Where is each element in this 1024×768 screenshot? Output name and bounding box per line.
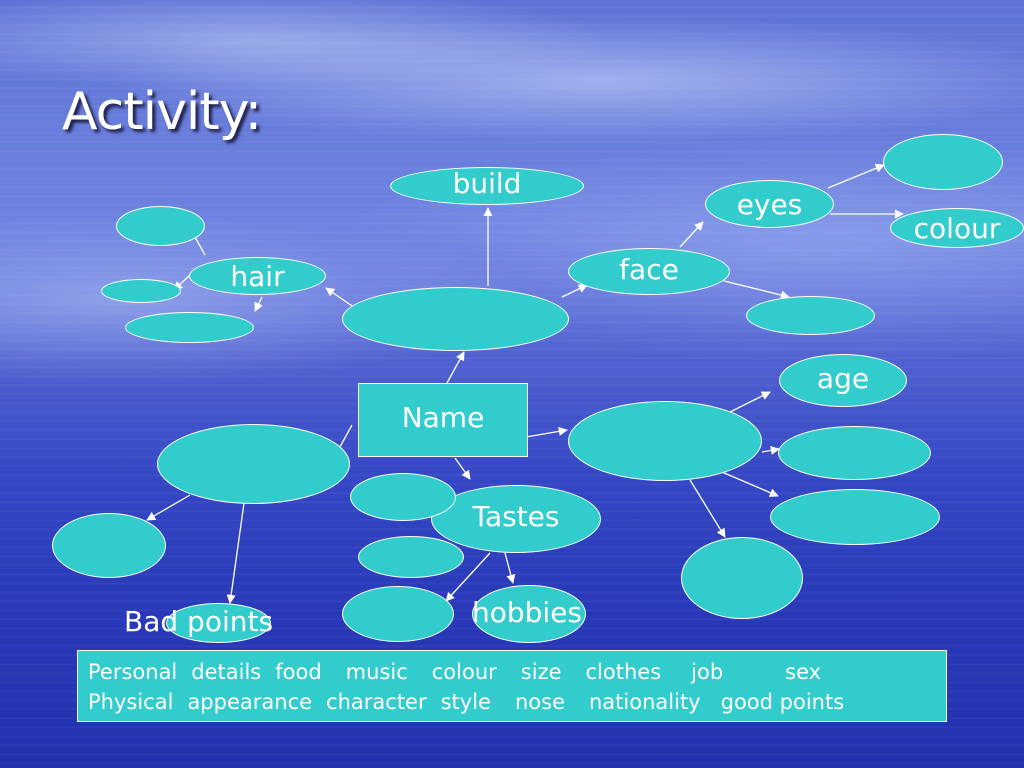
blank-oval-right-lower [770, 489, 940, 545]
blank-oval-hair-top [116, 206, 205, 246]
blank-circle-left [52, 513, 166, 578]
name-box: Name [358, 383, 528, 457]
hair-label: hair [230, 259, 285, 293]
colour-label: colour [913, 211, 1001, 245]
word-sex: sex [785, 660, 822, 684]
tastes-node: Tastes [431, 485, 601, 553]
blank-oval-top-right [883, 134, 1003, 190]
arrow-tastes-to-lower-oval [445, 552, 491, 602]
blank-oval-left [157, 424, 350, 504]
arrow-rightoval-to-circle [689, 479, 726, 538]
word-physical: Physical [88, 690, 174, 714]
blank-circle-right [681, 537, 803, 619]
face-label: face [619, 253, 679, 286]
blank-oval-tastes-top [350, 473, 456, 521]
arrow-rightoval-to-mid-oval [761, 445, 780, 455]
bad-points-oval [166, 603, 271, 643]
blank-oval-right-center [568, 401, 762, 481]
blank-oval-right-mid [778, 426, 931, 480]
blank-oval-hair-wide [125, 312, 254, 343]
blank-oval-face-lower [746, 296, 875, 335]
arrow-eyes-to-blank-oval [827, 163, 885, 189]
hair-node: hair [189, 257, 326, 295]
hobbies-label: hobbies [472, 596, 583, 629]
blank-oval-tastes-lower [342, 586, 454, 642]
word-bank-line-1: Personal details food music colour size … [88, 657, 936, 687]
arrow-hair-to-wide-oval [254, 296, 263, 312]
word-size: size [520, 660, 562, 684]
colour-node: colour [890, 208, 1024, 248]
word-clothes: clothes [585, 660, 662, 684]
arrow-center-to-face [561, 284, 588, 298]
name-label: Name [401, 400, 485, 434]
bad-points-label: Bad points [124, 605, 274, 638]
word-personal: Personal [88, 660, 178, 684]
word-appearance: appearance [187, 690, 313, 714]
word-nose: nose [514, 690, 565, 714]
word-bank: Personal details food music colour size … [77, 650, 947, 722]
build-node: build [390, 167, 584, 205]
arrow-leftoval-to-badpoints [226, 502, 245, 604]
arrow-name-to-center [446, 351, 465, 384]
blank-oval-tastes-mid [358, 536, 464, 578]
arrow-face-to-lower-oval [723, 280, 790, 300]
word-job: job [691, 660, 724, 684]
arrow-name-to-tastes [454, 457, 471, 480]
word-details: details [191, 660, 262, 684]
arrow-face-to-eyes [679, 221, 704, 248]
blank-oval-center [342, 287, 569, 351]
build-label: build [452, 166, 522, 200]
slide-title: Activity: [62, 82, 262, 142]
word-good-points: good points [720, 690, 845, 714]
blank-oval-hair-small [101, 279, 181, 303]
age-node: age [779, 354, 907, 407]
eyes-label: eyes [736, 187, 803, 221]
word-style: style [440, 690, 491, 714]
hobbies-oval [472, 585, 586, 643]
age-label: age [816, 362, 870, 395]
word-food: food [275, 660, 322, 684]
tastes-label: Tastes [472, 499, 560, 533]
arrow-rightoval-to-lower-oval [721, 471, 779, 497]
word-music: music [345, 660, 408, 684]
word-nationality: nationality [589, 690, 701, 714]
word-colour: colour [431, 660, 497, 684]
word-character: character [326, 690, 427, 714]
eyes-node: eyes [705, 180, 834, 228]
arrow-leftoval-to-circle [146, 494, 191, 521]
word-bank-line-2: Physical appearance character style nose… [88, 687, 936, 717]
arrow-tastes-to-hobbies [504, 552, 516, 584]
face-node: face [568, 248, 730, 295]
